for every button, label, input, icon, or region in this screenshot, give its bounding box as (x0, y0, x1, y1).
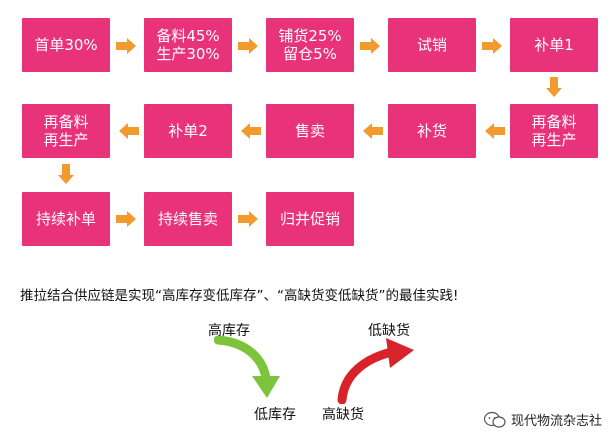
label-high-inventory: 高库存 (208, 323, 250, 339)
arrow-right-icon (238, 38, 258, 54)
label-high-shortage: 高缺货 (322, 407, 364, 423)
arrow-left-icon (363, 123, 383, 139)
label-low-inventory: 低库存 (254, 407, 296, 423)
step-first-order: 首单30% (22, 18, 110, 72)
step-trial-sale: 试销 (388, 18, 476, 72)
arrow-right-icon (116, 211, 136, 227)
arrow-right-icon (360, 38, 380, 54)
step-distribute-stock: 铺货25% 留仓5% (266, 18, 354, 72)
arrow-right-icon (482, 38, 502, 54)
step-restock: 补货 (388, 104, 476, 158)
arrow-down-icon (546, 77, 562, 97)
step-reorder-1: 补单1 (510, 18, 598, 72)
arrow-right-icon (116, 38, 136, 54)
watermark-text: 现代物流杂志社 (510, 414, 602, 429)
label-low-shortage: 低缺货 (368, 323, 410, 339)
arrow-left-icon (241, 123, 261, 139)
step-selling: 售卖 (266, 104, 354, 158)
curved-arrow-down-icon (214, 336, 280, 398)
arrow-right-icon (238, 211, 258, 227)
watermark: 现代物流杂志社 (483, 410, 602, 429)
arrow-left-icon (485, 123, 505, 139)
step-continuous-reorder: 持续补单 (22, 192, 110, 246)
arrow-left-icon (119, 123, 139, 139)
step-reprepare-reproduce-left: 再备料 再生产 (22, 104, 110, 158)
wechat-icon (483, 411, 506, 428)
step-continuous-selling: 持续售卖 (144, 192, 232, 246)
step-reorder-2: 补单2 (144, 104, 232, 158)
step-prepare-produce: 备料45% 生产30% (144, 18, 232, 72)
step-reprepare-reproduce-right: 再备料 再生产 (510, 104, 598, 158)
arrow-down-icon (58, 164, 74, 184)
curved-arrow-up-icon (337, 338, 414, 404)
step-consolidate-promotion: 归并促销 (266, 192, 354, 246)
caption-text: 推拉结合供应链是实现“高库存变低库存”、“高缺货变低缺货”的最佳实践! (20, 288, 459, 304)
